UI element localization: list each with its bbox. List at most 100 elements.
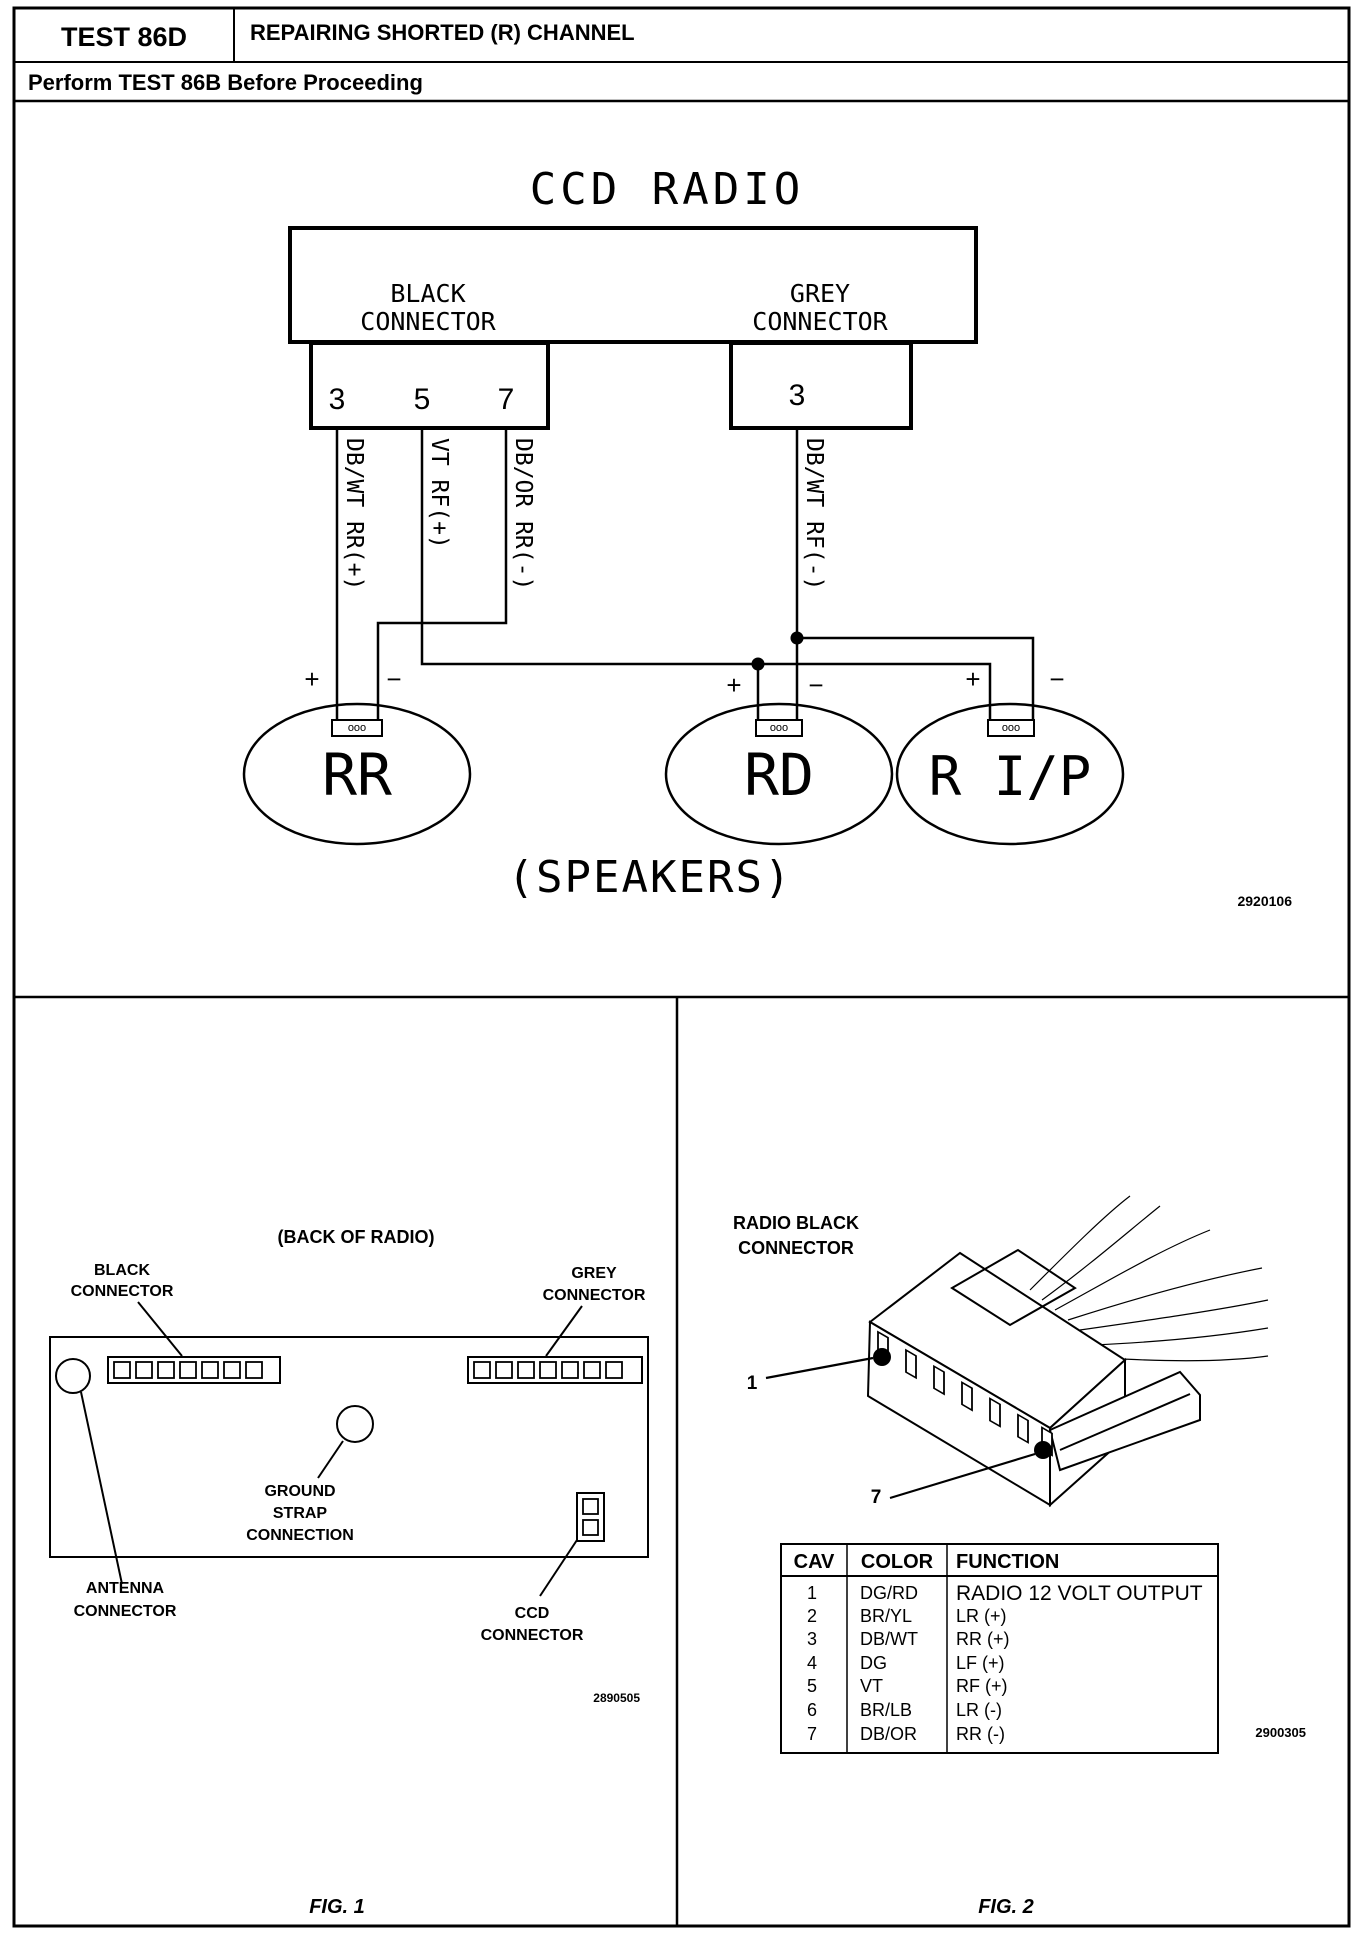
fig2-title-2: CONNECTOR [738, 1238, 854, 1258]
fig2-caption: FIG. 2 [978, 1896, 1034, 1918]
fig2-cavity-table: CAV COLOR FUNCTION 1 DG/RD RADIO 12 VOLT… [780, 1543, 1219, 1754]
wire-label-db-wt-rr-plus: DB/WT RR(+) [341, 438, 367, 590]
speaker-rip-outline [895, 702, 1125, 846]
ccd-connector-label-1: CCD [515, 1605, 550, 1622]
speaker-rr: ooo RR + − [242, 664, 472, 846]
table-cell-function: RR (+) [956, 1629, 1010, 1649]
fig1-black-pin [201, 1361, 219, 1379]
table-cell-color: DB/WT [860, 1629, 918, 1649]
fig1-grey-connector-housing [467, 1356, 643, 1384]
leader-grey-connector [545, 1305, 583, 1357]
fig1-grey-connector-pins [473, 1361, 623, 1379]
schematic-figure-number: 2920106 [1237, 893, 1292, 909]
table-cell-cav: 3 [807, 1629, 817, 1649]
table-border [780, 1543, 1219, 1754]
fig1-caption: FIG. 1 [309, 1896, 365, 1918]
ccd-connector-label-2: CONNECTOR [481, 1627, 584, 1644]
table-cell-color: DG [860, 1653, 887, 1673]
table-row: 1 DG/RD RADIO 12 VOLT OUTPUT [807, 1582, 1203, 1605]
speaker-rr-outline [242, 702, 472, 846]
table-row: 5 VT RF (+) [807, 1676, 1008, 1696]
table-cell-cav: 1 [807, 1583, 817, 1603]
fig2-cavity [905, 1348, 917, 1380]
test-id: TEST 86D [61, 22, 187, 52]
fig2-wire [1029, 1195, 1131, 1291]
ground-strap-label-2: STRAP [273, 1505, 328, 1522]
speaker-rip: ooo R I/P + − [895, 664, 1125, 846]
speaker-rd-terminal-marks: ooo [770, 722, 788, 734]
table-cell-cav: 2 [807, 1606, 817, 1626]
ground-strap-stud [336, 1405, 374, 1443]
antenna-connector-jack [55, 1358, 91, 1394]
wire-label-db-wt-rf-minus: DB/WT RF(-) [801, 438, 827, 590]
splice-rf-minus [790, 631, 804, 645]
table-cell-function: RADIO 12 VOLT OUTPUT [956, 1582, 1203, 1605]
fig2-pin7-leader [889, 1452, 1036, 1500]
black-pin-3: 3 [329, 383, 346, 416]
wire-vt-rf-plus [420, 428, 760, 728]
table-header-color: COLOR [861, 1551, 934, 1573]
radio-body [288, 226, 978, 344]
table-rows: 1 DG/RD RADIO 12 VOLT OUTPUT 2 BR/YL LR … [807, 1582, 1203, 1744]
grey-connector-label-2: CONNECTOR [752, 307, 888, 336]
fig1-figure-number: 2890505 [593, 1691, 640, 1705]
wiring [335, 428, 1035, 728]
fig1-black-pin [157, 1361, 175, 1379]
fig1-grey-connector [467, 1356, 643, 1384]
fig1-black-connector [107, 1356, 281, 1384]
fig1-black-connector-housing [107, 1356, 281, 1384]
table-cell-function: RR (-) [956, 1724, 1005, 1744]
speaker-rr-terminal-marks: ooo [348, 722, 366, 734]
fig1-leaders [80, 1301, 583, 1597]
speaker-rr-plus: + [304, 664, 319, 694]
table-cell-color: BR/LB [860, 1700, 912, 1720]
fig2-pin1-marker [873, 1348, 891, 1366]
fig1-black-connector-label-2: CONNECTOR [71, 1283, 174, 1300]
table-header-cav: CAV [794, 1551, 835, 1573]
splice-rf-plus [751, 657, 765, 671]
fig2-latch-ridge [1059, 1393, 1191, 1451]
fig1-black-connector-label-1: BLACK [94, 1262, 150, 1279]
leader-ccd [539, 1539, 578, 1597]
leader-black-connector [137, 1301, 183, 1357]
speaker-rr-minus: − [386, 664, 401, 694]
table-cell-function: LR (-) [956, 1700, 1002, 1720]
fig1-grey-pin [605, 1361, 623, 1379]
fig2-wire [1091, 1327, 1269, 1346]
black-pin-7: 7 [498, 383, 515, 416]
table-cell-function: LF (+) [956, 1653, 1005, 1673]
fig1-grey-pin [517, 1361, 535, 1379]
table-cell-color: DG/RD [860, 1583, 918, 1603]
fig1-grey-connector-label-2: CONNECTOR [543, 1287, 646, 1304]
fig1: (BACK OF RADIO) BLACK CONNECTOR GREY CON… [49, 997, 679, 1926]
fig2-cavity [933, 1364, 945, 1396]
table-cell-cav: 7 [807, 1724, 817, 1744]
fig2-cavity [961, 1380, 973, 1412]
table-cell-cav: 6 [807, 1700, 817, 1720]
speaker-rip-label: R I/P [929, 745, 1092, 808]
table-cell-function: LR (+) [956, 1606, 1007, 1626]
fig2-callout-1: 1 [747, 1373, 758, 1394]
fig2-wire-bundle [1029, 1195, 1269, 1362]
fig1-grey-connector-label-1: GREY [571, 1265, 617, 1282]
ccd-pin [582, 1519, 599, 1536]
test-title: REPAIRING SHORTED (R) CHANNEL [250, 20, 635, 45]
speaker-rip-plus: + [965, 664, 980, 694]
schematic: CCD RADIO BLACK CONNECTOR GREY CONNECTOR… [14, 164, 1349, 999]
fig2-title-1: RADIO BLACK [733, 1213, 859, 1233]
grey-pin-3: 3 [789, 379, 806, 412]
speaker-rd-outline [664, 702, 894, 846]
speaker-rd-label: RD [744, 741, 814, 809]
fig1-black-connector-pins [113, 1361, 263, 1379]
leader-antenna [80, 1391, 123, 1585]
leader-ground-strap [317, 1440, 344, 1479]
grey-connector-block [729, 341, 913, 430]
table-header-function: FUNCTION [956, 1551, 1059, 1573]
radio-back-panel [49, 1336, 649, 1558]
speaker-rd-plus: + [726, 670, 741, 700]
speaker-rr-terminal [331, 719, 383, 737]
fig2-pin1-leader [765, 1356, 874, 1380]
page-border [12, 6, 1351, 1928]
fig2-cavity [989, 1397, 1001, 1428]
